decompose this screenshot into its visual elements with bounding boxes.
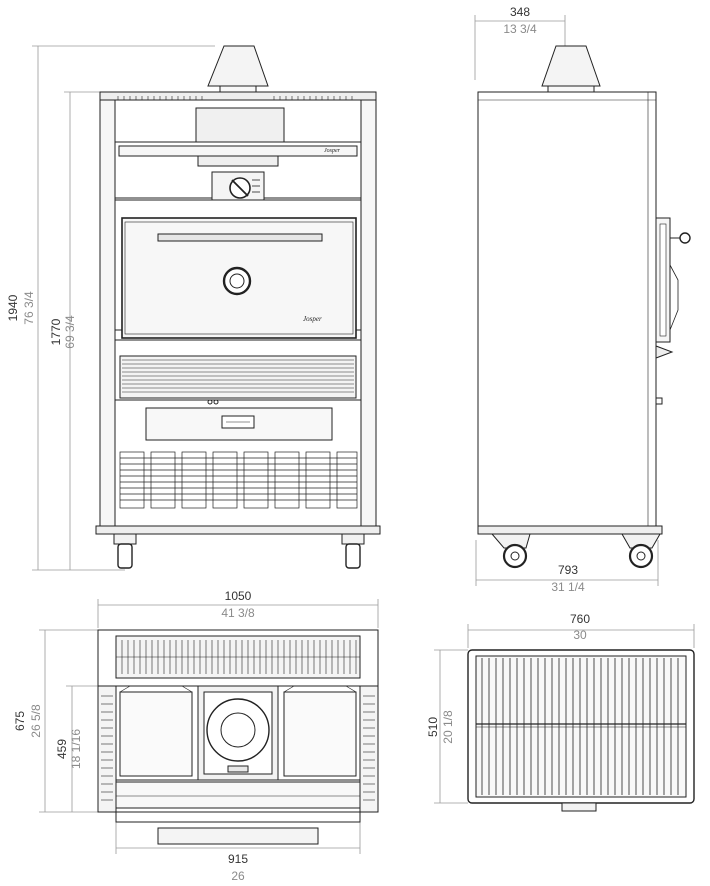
top-vent bbox=[117, 96, 353, 100]
dimension-lines bbox=[32, 15, 695, 854]
top-view bbox=[97, 629, 379, 845]
dim-depth-in: 31 1/4 bbox=[551, 580, 585, 594]
dim-overall-height-in: 76 3/4 bbox=[22, 291, 36, 325]
front-drawer bbox=[145, 407, 333, 441]
front-grille bbox=[119, 355, 357, 399]
dim-width-mm: 1050 bbox=[225, 589, 252, 603]
grill-bars bbox=[481, 658, 679, 795]
grill-view bbox=[467, 649, 695, 812]
dim-body-height-in: 69 3/4 bbox=[63, 315, 77, 349]
side-door-knob bbox=[679, 232, 691, 244]
front-caster-left bbox=[113, 533, 137, 569]
dim-chimney-in: 13 3/4 bbox=[503, 22, 537, 36]
front-chimney bbox=[207, 45, 269, 87]
front-caster-right bbox=[341, 533, 365, 569]
dimension-labels: 1940 76 3/4 1770 69 3/4 348 13 3/4 793 3… bbox=[6, 5, 590, 883]
side-caster-right bbox=[621, 533, 661, 569]
front-brand-logo-door: Josper bbox=[303, 315, 322, 323]
dim-grill-depth-mm: 510 bbox=[426, 717, 440, 737]
side-view bbox=[477, 45, 691, 569]
side-caster-left bbox=[490, 533, 531, 569]
side-body bbox=[477, 91, 657, 531]
dim-chimney-mm: 348 bbox=[510, 5, 530, 19]
damper-control-icon bbox=[211, 171, 265, 201]
grill-handle bbox=[561, 802, 597, 812]
dim-depth-mm: 793 bbox=[558, 563, 578, 577]
dim-top-depth-mm: 675 bbox=[13, 711, 27, 731]
dim-width-in: 41 3/8 bbox=[221, 606, 255, 620]
dim-inner-width-mm: 915 bbox=[228, 852, 248, 866]
front-view: Josper Josper bbox=[95, 45, 381, 569]
lower-vents bbox=[119, 451, 358, 509]
dim-grill-width-mm: 760 bbox=[570, 612, 590, 626]
dim-inner-width-in: 26 bbox=[231, 869, 245, 883]
dim-grill-width-in: 30 bbox=[573, 628, 587, 642]
dim-inner-depth-mm: 459 bbox=[55, 739, 69, 759]
front-brand-logo-upper: Josper bbox=[324, 148, 341, 154]
oven-door-handle bbox=[157, 233, 323, 242]
side-chimney bbox=[541, 45, 601, 87]
dim-grill-depth-in: 20 1/8 bbox=[441, 710, 455, 744]
dim-body-height-mm: 1770 bbox=[49, 318, 63, 345]
dim-top-depth-in: 26 5/8 bbox=[29, 704, 43, 738]
dim-overall-height-mm: 1940 bbox=[6, 294, 20, 321]
front-left-post bbox=[99, 91, 116, 531]
front-right-post bbox=[360, 91, 377, 531]
top-handle-bar bbox=[157, 827, 319, 845]
dim-inner-depth-in: 18 1/16 bbox=[69, 729, 83, 769]
